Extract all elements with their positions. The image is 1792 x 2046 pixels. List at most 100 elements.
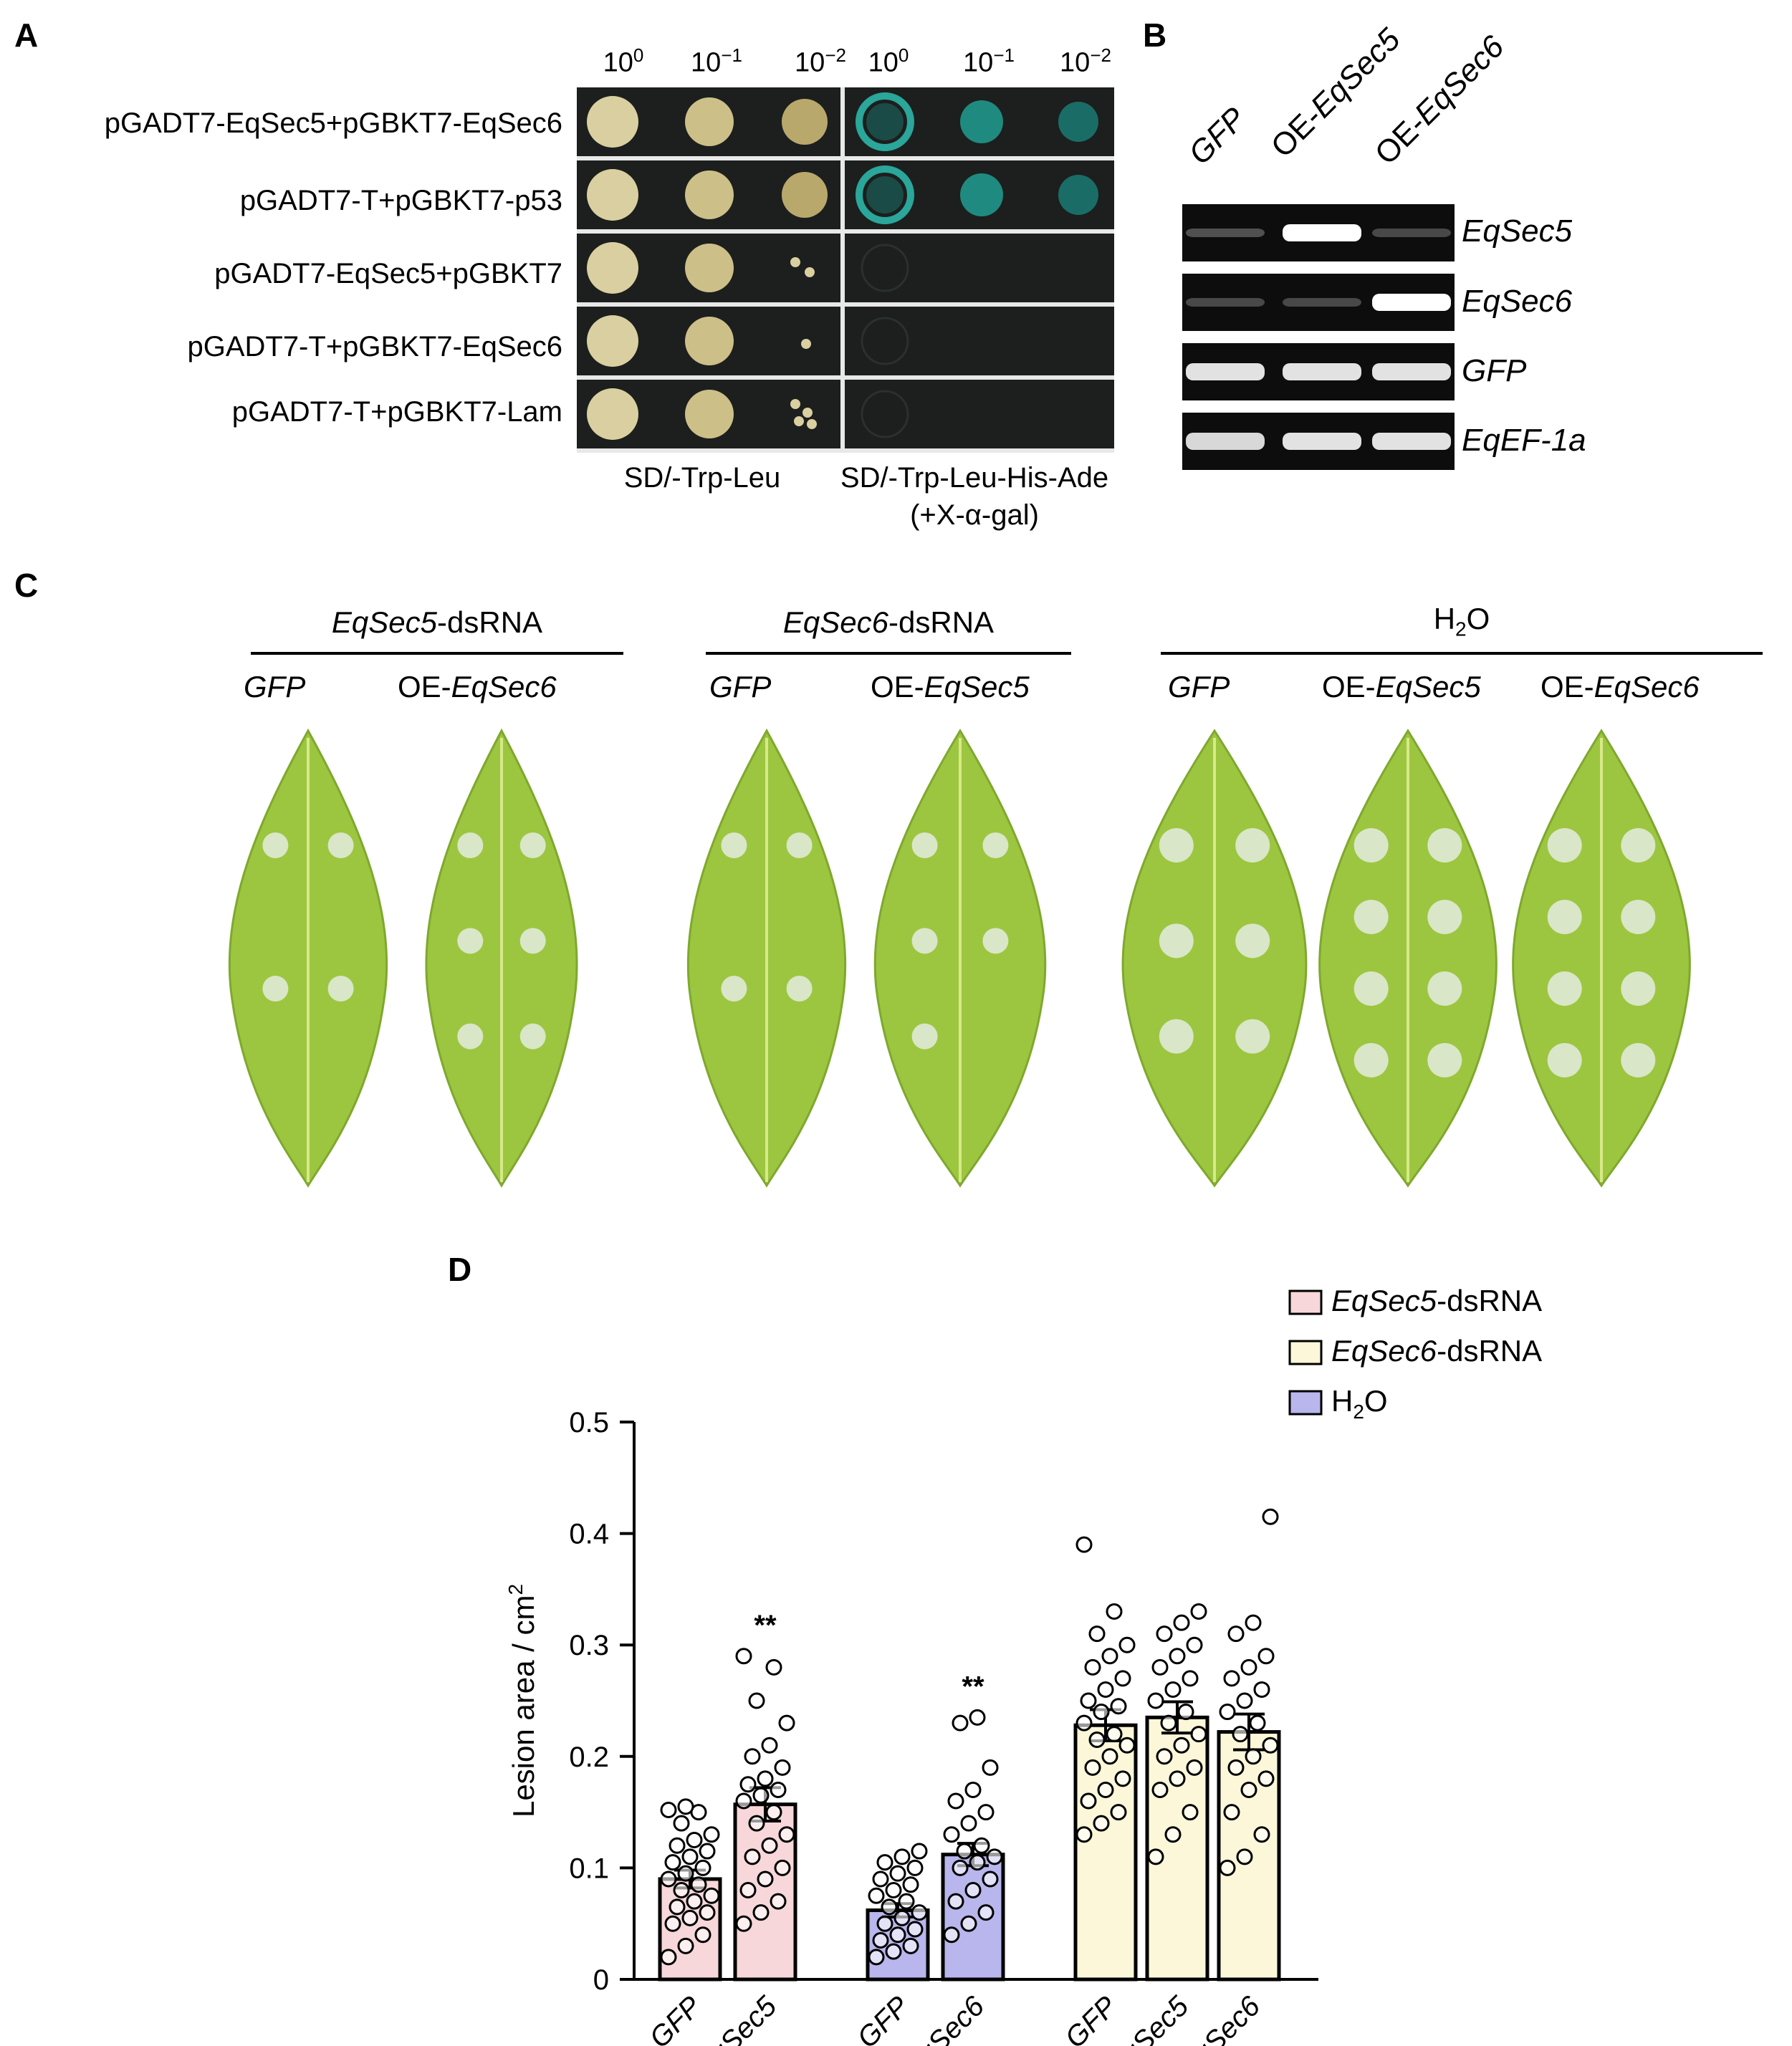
data-point (885, 1882, 902, 1899)
blue-colony-spot (866, 176, 904, 213)
lesion-spot (786, 976, 813, 1002)
y-tick-label: 0 (593, 1964, 609, 1996)
data-point (748, 1815, 765, 1832)
colony-spot (587, 242, 638, 294)
data-point (699, 1843, 716, 1860)
dilution-exponent: −1 (993, 44, 1015, 66)
gel-gene-label: EqSec6 (1462, 284, 1573, 319)
data-point (1257, 1648, 1275, 1665)
data-point (1075, 1826, 1093, 1843)
data-point (770, 1893, 787, 1910)
data-point (1190, 1726, 1207, 1743)
data-point (885, 1943, 902, 1960)
lesion-spot (911, 832, 938, 858)
data-point (1262, 1737, 1279, 1754)
data-point (1084, 1658, 1101, 1676)
lesion-spot (262, 976, 289, 1002)
lesion-spot (519, 1023, 546, 1050)
data-point (868, 1949, 885, 1966)
blue-colony-spot (960, 173, 1003, 216)
gel-band (1283, 224, 1361, 241)
dilution-header: 10−2 (1046, 44, 1125, 79)
dilution-exponent: −1 (721, 44, 742, 66)
lesion-spot (262, 832, 289, 858)
data-point (1097, 1681, 1114, 1698)
data-point (699, 1904, 716, 1921)
lesion-spot (721, 832, 747, 858)
data-point (902, 1876, 919, 1893)
data-point (1223, 1804, 1240, 1821)
data-point (977, 1904, 995, 1921)
data-point (898, 1893, 915, 1910)
data-point (906, 1859, 924, 1876)
lesion-spot (1353, 828, 1389, 863)
data-point (703, 1887, 720, 1904)
gel-band (1186, 363, 1265, 380)
data-point (748, 1692, 765, 1709)
lesion-spot (1427, 900, 1462, 934)
colony-spot (790, 257, 800, 267)
lesion-spot (721, 976, 747, 1002)
data-point (681, 1909, 699, 1926)
dilution-header: 10−1 (677, 44, 756, 79)
lesion-spot (1621, 900, 1656, 934)
data-point (1253, 1826, 1270, 1843)
dilution-exponent: −2 (1090, 44, 1111, 66)
data-point (703, 1826, 720, 1843)
gel-band (1372, 433, 1451, 450)
data-point (1110, 1698, 1127, 1715)
dilution-base: 10 (795, 47, 825, 78)
dilution-base: 10 (691, 47, 722, 78)
leaf-label: GFP (1168, 670, 1230, 704)
panel-b-letter: B (1143, 16, 1167, 54)
data-point (1236, 1848, 1253, 1865)
y2h-row-label: pGADT7-EqSec5+pGBKT7 (214, 258, 562, 289)
data-point (1173, 1614, 1190, 1631)
lesion-spot (1353, 900, 1389, 934)
leaf-label: OE-EqSec6 (1541, 670, 1700, 704)
blue-colony-spot (866, 103, 904, 140)
y2h-row-label: pGADT7-T+pGBKT7-p53 (239, 185, 562, 216)
data-point (893, 1909, 911, 1926)
legend-swatch (1288, 1390, 1323, 1416)
lesion-spot (982, 832, 1009, 858)
legend-swatch (1288, 1289, 1323, 1315)
data-point (868, 1887, 885, 1904)
lesion-spot (327, 976, 354, 1002)
data-point (677, 1937, 694, 1954)
data-point (911, 1843, 928, 1860)
data-point (1118, 1636, 1136, 1653)
faint-colony-spot (861, 390, 909, 438)
blue-colony-spot (1058, 175, 1098, 215)
x-tick-label: GFP (1059, 1990, 1123, 2046)
data-point (889, 1926, 906, 1944)
data-point (735, 1648, 752, 1665)
faint-colony-spot (861, 317, 909, 365)
data-point (765, 1658, 782, 1676)
data-point (660, 1870, 677, 1888)
data-point (943, 1826, 960, 1843)
colony-spot (685, 317, 734, 365)
data-point (1223, 1670, 1240, 1687)
data-point (673, 1815, 690, 1832)
leaf-label: OE-EqSec5 (871, 670, 1030, 704)
data-point (947, 1893, 964, 1910)
panel-a-letter: A (14, 16, 39, 54)
colony-spot (794, 416, 804, 426)
data-point (902, 1937, 919, 1954)
dilution-header: 100 (584, 44, 663, 79)
data-point (664, 1915, 681, 1932)
colony-spot (782, 172, 828, 218)
y2h-row-label: pGADT7-EqSec5+pGBKT7-EqSec6 (104, 107, 562, 139)
dilution-header: 10−2 (781, 44, 860, 79)
lesion-spot (1353, 971, 1389, 1006)
dilution-exponent: −2 (825, 44, 846, 66)
data-point (1093, 1704, 1110, 1721)
gel-image (1182, 204, 1455, 470)
lane-gene: EqSec5 (1303, 21, 1407, 125)
data-point (1257, 1770, 1275, 1787)
colony-spot (801, 339, 811, 349)
data-point (1173, 1737, 1190, 1754)
data-point (778, 1826, 795, 1843)
data-point (669, 1837, 686, 1854)
